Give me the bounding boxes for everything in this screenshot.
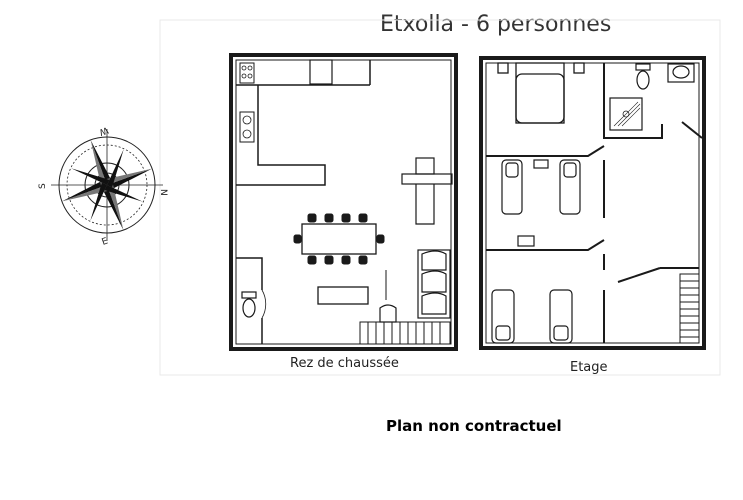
scan-artifacts [159,19,721,376]
compass-north-label: N [158,189,168,196]
dining-table-icon [301,223,377,255]
upper-floor-plan [479,56,706,350]
compass-rose-icon: N S W E [38,124,168,248]
kitchen-side-counter [236,85,326,186]
shower-icon [609,97,643,131]
disclaimer-text: Plan non contractuel [386,417,562,435]
coffee-table-icon [317,286,369,305]
toilet-icon [241,291,257,318]
washbasin-icon [667,63,695,83]
ground-stairs-icon [359,321,451,345]
dining-chairs [293,213,385,265]
compass-south-label: S [38,183,48,189]
twin-bed-icon-2 [491,289,573,344]
ground-wc-wall [236,257,263,344]
compass-east-label: E [101,236,110,247]
compass-west-label: W [98,124,110,136]
bathroom-wall [603,63,663,139]
sofa-icon [417,249,451,319]
kitchen-counter [236,60,371,86]
upper-middle-wall [486,145,605,157]
twin-bed-icon [501,159,581,215]
ground-floor-label: Rez de chaussée [290,356,399,371]
armchair-icon [379,304,397,323]
upper-toilet-icon [635,63,651,90]
ground-floor-outer-wall [229,53,458,351]
entrance-door-icon [261,289,267,319]
ground-floor-plan [229,53,458,351]
sink-icon [239,111,255,143]
upper-floor-label: Etage [570,360,608,375]
cooktop-icon [239,62,255,84]
fridge-icon [309,59,333,85]
double-bed-icon [497,62,585,124]
upper-stairs-icon [679,273,700,344]
upper-lower-wall [486,239,605,251]
upper-floor-outer-wall [479,56,706,350]
page-title: Etxolla - 6 personnes [380,12,612,37]
fireplace-icon [415,157,435,175]
